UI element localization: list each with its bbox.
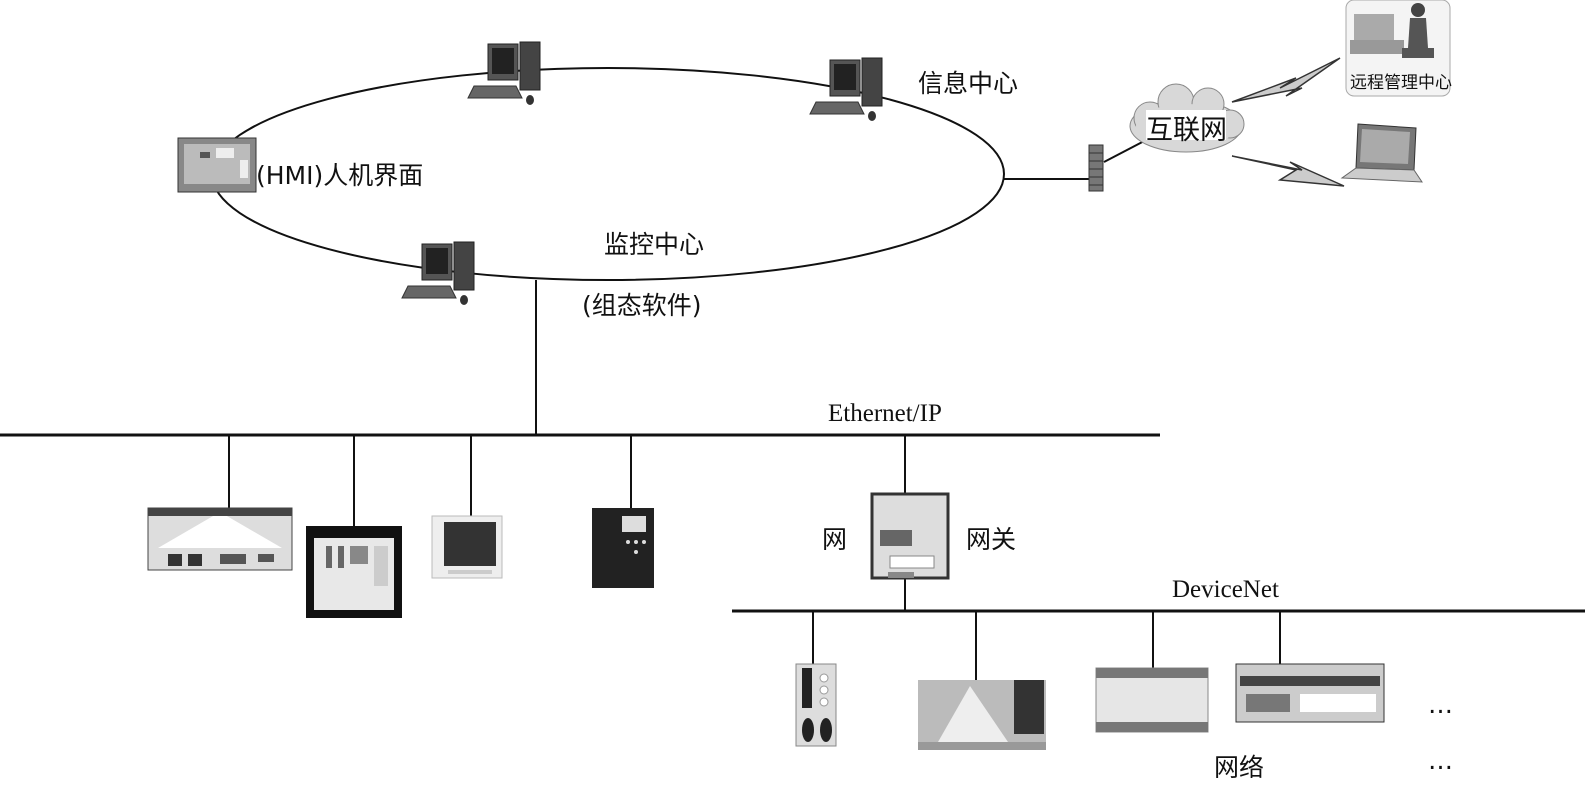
more-devices-ellipsis: … xyxy=(1428,746,1453,775)
gateway-module-icon[interactable] xyxy=(870,492,950,580)
power-meter-icon[interactable] xyxy=(431,515,503,579)
wireless-link-icon xyxy=(1231,57,1341,103)
operator-workstation-icon[interactable] xyxy=(1345,0,1451,97)
internet-label: 互联网 xyxy=(1146,115,1227,146)
gateway-label-right: 网关 xyxy=(966,525,1017,554)
network-module-icon[interactable] xyxy=(147,507,293,571)
network-label: 网络 xyxy=(1214,753,1265,782)
monitor-center-label: 监控中心 xyxy=(604,230,705,259)
hmi-panel-icon[interactable] xyxy=(177,137,257,193)
plc-terminal-icon[interactable] xyxy=(1235,663,1385,723)
remote-center-label: 远程管理中心 xyxy=(1350,73,1452,93)
desktop-computer-icon[interactable] xyxy=(809,57,883,121)
adapter-box-icon[interactable] xyxy=(918,680,1046,750)
ethernet-ip-label: Ethernet/IP xyxy=(828,400,942,427)
wireless-link-icon xyxy=(1231,155,1345,187)
more-devices-ellipsis: … xyxy=(1428,690,1453,719)
io-module-icon[interactable] xyxy=(795,663,837,747)
gateway-label-left: 网 xyxy=(822,525,848,554)
controller-panel-icon[interactable] xyxy=(306,526,402,618)
desktop-computer-icon[interactable] xyxy=(467,41,541,105)
cloud-icon[interactable] xyxy=(1129,83,1245,153)
plc-icon[interactable] xyxy=(1095,667,1209,733)
desktop-computer-icon[interactable] xyxy=(401,241,475,305)
devicenet-label: DeviceNet xyxy=(1172,576,1279,603)
firewall-icon[interactable] xyxy=(1088,144,1104,192)
laptop-icon[interactable] xyxy=(1340,123,1423,183)
config-software-label: (组态软件) xyxy=(582,291,702,320)
relay-protector-icon[interactable] xyxy=(592,508,654,588)
hmi-label: (HMI)人机界面 xyxy=(256,161,424,190)
info-center-label: 信息中心 xyxy=(918,69,1019,98)
